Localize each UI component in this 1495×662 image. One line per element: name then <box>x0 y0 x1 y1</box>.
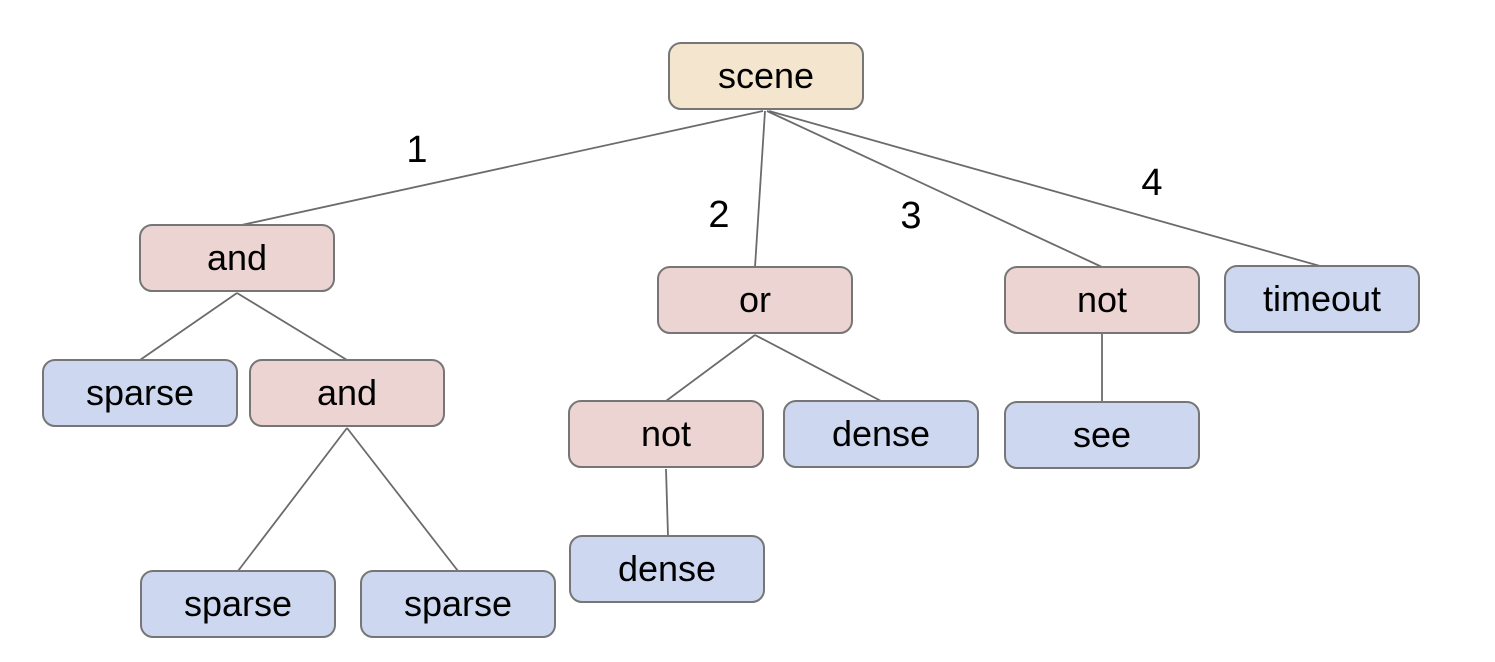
tree-node-sparse-1: sparse <box>42 359 238 427</box>
edge-and2-sparse2 <box>346 427 459 572</box>
edge-not-dense <box>665 468 669 537</box>
tree-node-sparse-3: sparse <box>360 570 556 638</box>
node-label-sparse-3: sparse <box>403 583 513 624</box>
node-label-timeout: timeout <box>1262 278 1382 319</box>
edge-label-3: 3 <box>900 195 922 237</box>
edge-scene-timeout <box>768 110 1321 267</box>
node-label-scene: scene <box>717 55 815 96</box>
node-label-sparse-2: sparse <box>183 583 293 624</box>
tree-node-dense-2: dense <box>569 535 765 603</box>
node-label-or: or <box>738 279 771 320</box>
edge-or-not <box>665 334 756 402</box>
edge-and2-sparse1 <box>237 427 348 572</box>
tree-node-and-2: and <box>249 359 445 427</box>
edge-scene-and <box>236 110 764 227</box>
edge-label-4: 4 <box>1141 162 1163 204</box>
tree-node-dense-1: dense <box>783 400 979 468</box>
edge-or-dense <box>754 334 882 402</box>
tree-node-see: see <box>1004 401 1200 469</box>
edge-and-sparse <box>139 292 238 361</box>
node-label-not: not <box>1076 279 1128 320</box>
tree-node-scene: scene <box>668 42 864 110</box>
edge-label-2: 2 <box>708 194 730 236</box>
tree-node-not: not <box>1004 266 1200 334</box>
node-label-dense-1: dense <box>831 413 931 454</box>
tree-node-not-2: not <box>568 400 764 468</box>
tree-node-or: or <box>657 266 853 334</box>
node-label-dense-2: dense <box>617 548 717 589</box>
edge-and-and <box>236 292 348 361</box>
edge-scene-or <box>754 110 766 268</box>
tree-node-and: and <box>139 224 335 292</box>
node-label-not-2: not <box>640 413 692 454</box>
tree-node-timeout: timeout <box>1224 265 1420 333</box>
tree-node-sparse-2: sparse <box>140 570 336 638</box>
node-label-and-2: and <box>316 372 378 413</box>
node-label-see: see <box>1072 414 1132 455</box>
edge-label-1: 1 <box>406 129 428 171</box>
node-label-and: and <box>206 237 268 278</box>
node-label-sparse-1: sparse <box>85 372 195 413</box>
edge-scene-not <box>766 110 1103 268</box>
